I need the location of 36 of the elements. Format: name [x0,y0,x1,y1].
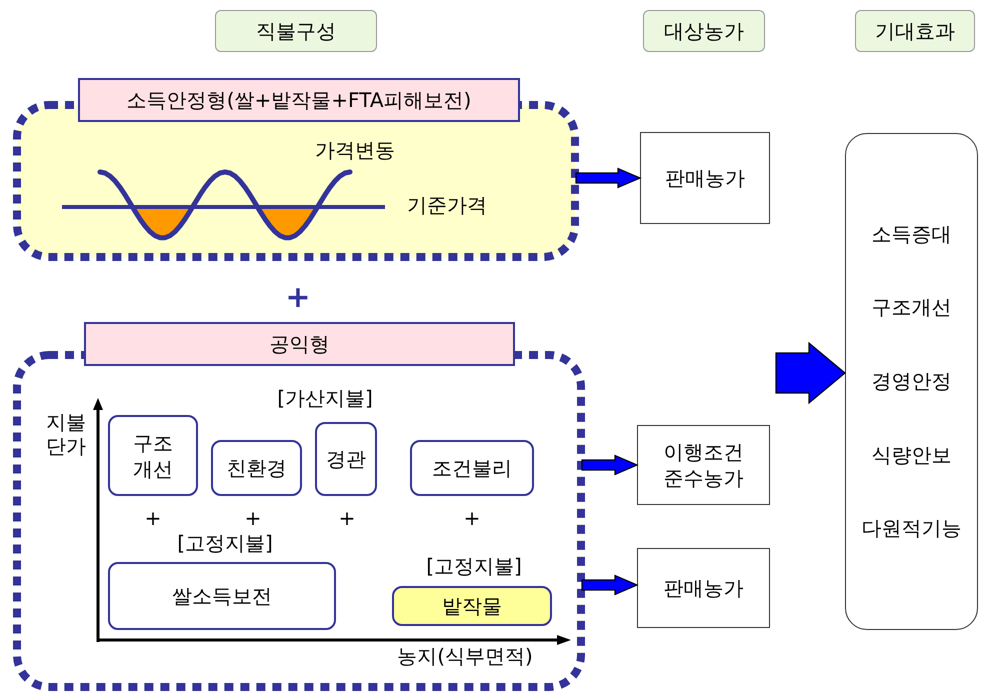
payment-box: 조건불리 [410,440,534,496]
effect-text: 경영안정 [872,368,952,395]
plus-sign: + [284,280,312,316]
group-label: [가산지불] [276,386,374,410]
axis-label: 지불 단가 [45,410,87,458]
plus-sign: + [244,506,262,530]
plus-sign: + [144,506,162,530]
payment-box: 밭작물 [392,586,552,626]
effect-text: 식량안보 [872,442,952,469]
plus-sign: + [462,506,482,530]
effect-text: 구조개선 [872,294,952,322]
block-arrow [581,574,639,596]
column-header: 대상농가 [643,10,765,52]
payment-box: 친환경 [211,440,302,496]
effect-text: 다원적기능 [862,515,962,542]
group-title: 공익형 [84,322,515,366]
block-arrow [581,454,639,476]
plus-sign: + [338,506,356,530]
group-label: [고정지불] [425,554,523,578]
effect-text: 소득증대 [872,220,952,248]
group-label: [고정지불] [176,531,274,555]
column-header: 직불구성 [215,10,377,52]
effects-box [845,133,978,630]
block-arrow [575,168,642,188]
target-box: 판매농가 [640,132,770,224]
target-box: 판매농가 [637,548,770,628]
payment-box: 경관 [315,422,377,496]
group-title: 소득안정형(쌀+밭작물+FTA피해보전) [78,78,520,122]
target-box: 이행조건 준수농가 [637,425,770,505]
axis-label: 농지(식부면적) [396,644,534,668]
payment-box: 쌀소득보전 [108,562,336,630]
payment-box: 구조 개선 [108,415,198,496]
block-arrow [775,342,846,404]
curve-label: 가격변동 [314,138,396,162]
curve-label: 기준가격 [406,193,488,217]
column-header: 기대효과 [855,10,975,52]
